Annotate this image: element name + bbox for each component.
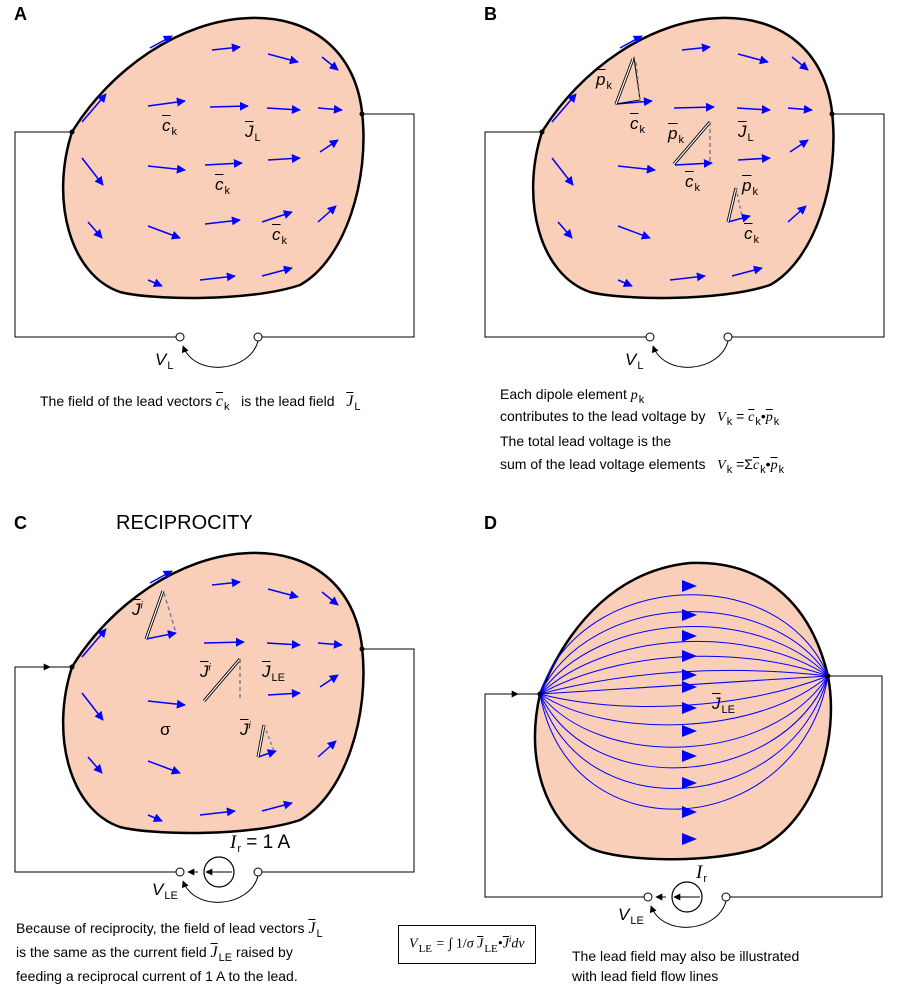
panel-b-text-4: sum of the lead voltage elements Vk =Σck…: [500, 456, 785, 476]
dipole-element-3: [726, 187, 743, 223]
dipole-element-1: [614, 56, 641, 105]
reciprocal-current-label: Ir = 1 A: [230, 832, 291, 855]
panel-c-text-1: Because of reciprocity, the field of lea…: [16, 920, 323, 940]
lead-vector-label: ck: [215, 175, 230, 197]
panel-a-label: A: [14, 4, 27, 24]
lead-voltage-label: VLE: [618, 905, 644, 927]
panel-d-text-2: with lead field flow lines: [572, 968, 719, 984]
reciprocal-field-label: JLE: [262, 662, 285, 684]
lead-vector-label: ck: [744, 224, 759, 246]
dipole-label: pk: [668, 124, 684, 146]
reciprocity-title: RECIPROCITY: [116, 512, 253, 534]
dipole-label: pk: [596, 70, 612, 92]
lead-field-label: JL: [738, 122, 754, 144]
panel-a-caption: The field of the lead vectors ck is the …: [40, 393, 361, 413]
lead-voltage-label: VL: [155, 350, 174, 372]
impressed-current-label: Ji: [200, 662, 211, 681]
panel-a-volume-conductor: [14, 16, 415, 368]
reciprocity-formula: VLE = ∫ 1/σ JLE•Jidv: [398, 925, 536, 964]
lead-field-flow-lines: [539, 594, 829, 810]
lead-vector-label: ck: [630, 114, 645, 136]
panel-d-volume-conductor: [484, 561, 883, 928]
panel-b-label: B: [484, 4, 497, 24]
conductivity-label: σ: [160, 720, 171, 739]
panel-b-volume-conductor: [484, 16, 885, 368]
panel-c-text-3: feeding a reciprocal current of 1 A to t…: [16, 968, 298, 984]
lead-vector-label: ck: [685, 172, 700, 194]
dipole-label: pk: [742, 176, 758, 198]
impressed-current-label: Ji: [240, 720, 251, 739]
panel-a-lead-vectors: [81, 35, 343, 287]
lead-voltage-label: VL: [625, 350, 644, 372]
reciprocal-field-label: JLE: [712, 694, 735, 716]
panel-c-volume-conductor: [14, 551, 415, 903]
impressed-current-label: Ji: [132, 600, 143, 619]
lead-vector-label: ck: [272, 225, 287, 247]
panel-b-text-2: contributes to the lead voltage by Vk = …: [500, 408, 780, 428]
reciprocal-current-label: Ir: [696, 862, 707, 885]
panel-d-text-1: The lead field may also be illustrated: [572, 948, 800, 964]
lead-voltage-label: VLE: [152, 880, 178, 902]
panel-b-text-1: Each dipole element pk: [500, 386, 645, 406]
panel-c-label: C: [14, 513, 27, 533]
lead-vector-label: ck: [162, 116, 177, 138]
panel-b-text-3: The total lead voltage is the: [500, 433, 672, 449]
dipole-element-2: [672, 121, 712, 165]
panel-d-label: D: [484, 513, 497, 533]
lead-field-label: JL: [245, 122, 261, 144]
panel-c-text-2: is the same as the current field JLE rai…: [16, 944, 293, 964]
